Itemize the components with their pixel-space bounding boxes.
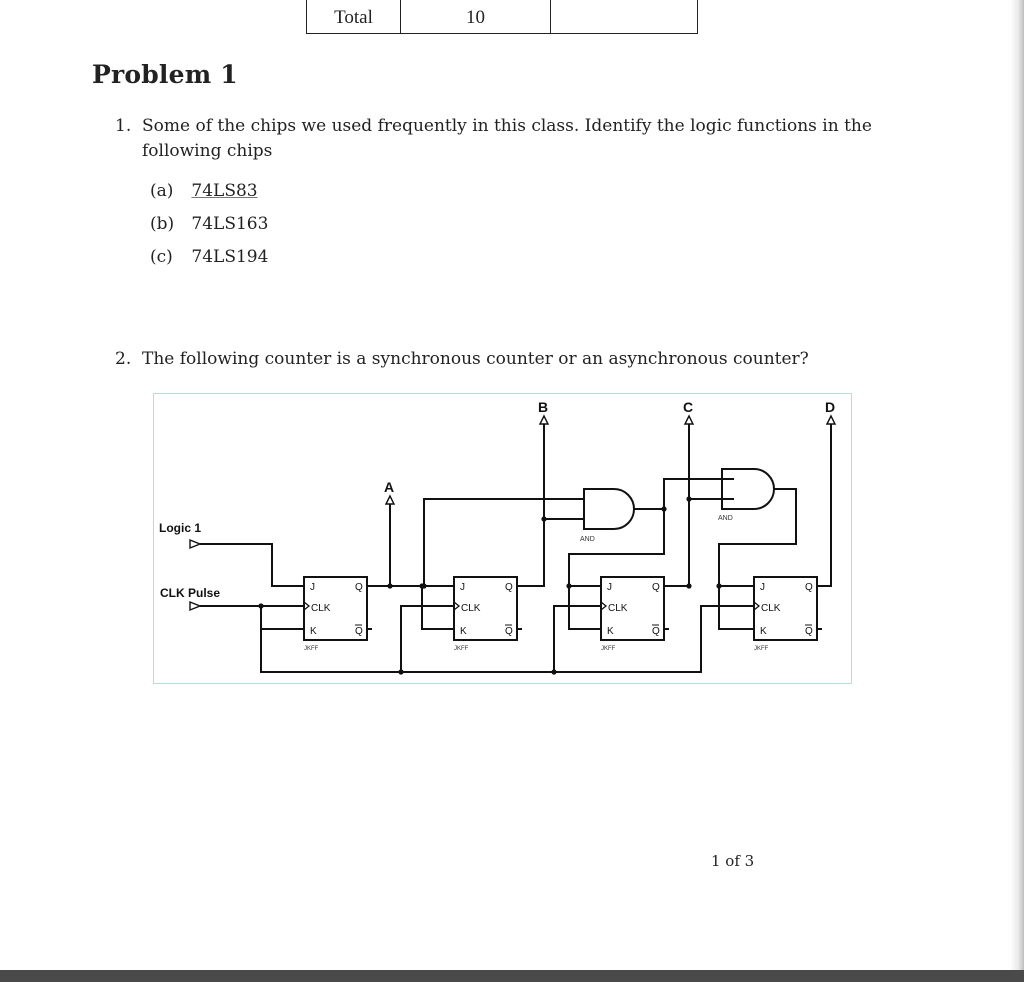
and1-to-j3-wire	[568, 509, 665, 587]
svg-text:JKFF: JKFF	[454, 646, 469, 652]
item-label: (a)	[150, 181, 174, 201]
and-gate-2: AND	[718, 468, 775, 522]
problem-title: Problem 1	[92, 60, 238, 89]
page-number: 1 of 3	[711, 852, 755, 870]
and2-to-j4-wire	[718, 488, 797, 587]
and1-to-and2-wire	[663, 478, 734, 509]
empty-cell	[550, 0, 698, 34]
logic-1-wire	[200, 543, 304, 587]
and2-to-k4-wire	[718, 586, 754, 630]
clock-bus-wire	[260, 606, 702, 673]
svg-text:D: D	[825, 399, 835, 415]
chip-name: 74LS194	[191, 247, 269, 267]
list-item: (a) 74LS83	[150, 181, 258, 201]
chip-name-link[interactable]: 74LS83	[191, 181, 258, 201]
svg-text:JKFF: JKFF	[304, 646, 319, 652]
question-1-text-line1: Some of the chips we used frequently in …	[142, 116, 872, 136]
clock-input-label: CLK Pulse	[160, 586, 220, 600]
output-b: B	[538, 399, 550, 425]
question-1-text-line2: following chips	[142, 141, 273, 161]
table-row: Total 10	[306, 0, 698, 34]
svg-text:J: J	[460, 582, 465, 593]
svg-text:CLK: CLK	[761, 603, 781, 614]
svg-text:CLK: CLK	[608, 603, 628, 614]
question-2-number: 2.	[115, 349, 132, 369]
svg-text:Q: Q	[505, 582, 513, 593]
score-table: Total 10	[306, 0, 698, 34]
list-item: (b) 74LS163	[150, 214, 268, 234]
svg-text:Q: Q	[355, 582, 363, 593]
logic-input-arrow-icon	[189, 538, 202, 550]
output-b-wire	[517, 424, 545, 587]
svg-text:K: K	[760, 626, 767, 637]
svg-text:J: J	[607, 582, 612, 593]
svg-text:CLK: CLK	[311, 603, 331, 614]
svg-text:Q: Q	[805, 582, 813, 593]
total-label-cell: Total	[306, 0, 401, 34]
output-a: A	[384, 479, 396, 505]
svg-text:Q: Q	[805, 626, 813, 637]
total-value-cell: 10	[400, 0, 551, 34]
clock-ff2-wire	[400, 605, 454, 666]
viewer-bottom-bar	[0, 970, 1024, 982]
chip-name: 74LS163	[191, 214, 269, 234]
flipflop-2: J CLK K Q Q JKFF	[453, 576, 518, 652]
svg-text:B: B	[538, 399, 548, 415]
svg-text:Q: Q	[355, 626, 363, 637]
svg-text:Q: Q	[505, 626, 513, 637]
svg-text:K: K	[460, 626, 467, 637]
counter-circuit-diagram: Logic 1 CLK Pulse J CLK K Q Q JKFF J CLK…	[153, 393, 852, 684]
clock-ff3-wire	[553, 605, 601, 666]
svg-text:K: K	[607, 626, 614, 637]
svg-text:JKFF: JKFF	[601, 646, 616, 652]
item-label: (c)	[150, 247, 173, 267]
clock-input-arrow-icon	[189, 600, 202, 612]
question-2-text: The following counter is a synchronous c…	[142, 349, 809, 369]
ff1-k-wire	[260, 606, 304, 630]
output-b-arrow-icon	[538, 414, 550, 425]
output-a-arrow-icon	[384, 494, 396, 505]
svg-text:K: K	[310, 626, 317, 637]
and1-to-k3-wire	[568, 586, 601, 630]
page-edge-shadow	[1010, 0, 1024, 970]
logic-input-label: Logic 1	[159, 521, 201, 535]
svg-text:AND: AND	[718, 515, 733, 522]
output-c-wire	[664, 424, 690, 587]
output-d: D	[825, 399, 837, 425]
output-c-arrow-icon	[683, 414, 695, 425]
and-gate-1: AND	[580, 488, 635, 543]
output-d-wire	[817, 424, 832, 587]
svg-text:J: J	[760, 582, 765, 593]
circuit-svg: Logic 1 CLK Pulse J CLK K Q Q JKFF J CLK…	[159, 399, 837, 675]
svg-text:Q: Q	[652, 582, 660, 593]
svg-text:A: A	[384, 479, 394, 495]
flipflop-3: J CLK K Q Q JKFF	[600, 576, 665, 652]
flipflop-4: J CLK K Q Q JKFF	[753, 576, 818, 652]
flipflop-1: J CLK K Q Q JKFF	[303, 576, 368, 652]
svg-text:Q: Q	[652, 626, 660, 637]
svg-text:JKFF: JKFF	[754, 646, 769, 652]
q1-to-k2-wire	[421, 586, 454, 630]
q1-to-and1-wire	[423, 498, 584, 586]
output-c: C	[683, 399, 695, 425]
item-label: (b)	[150, 214, 175, 234]
svg-text:CLK: CLK	[461, 603, 481, 614]
list-item: (c) 74LS194	[150, 247, 268, 267]
svg-text:C: C	[683, 399, 693, 415]
question-1-number: 1.	[115, 116, 132, 136]
svg-text:AND: AND	[580, 536, 595, 543]
svg-text:J: J	[310, 582, 315, 593]
output-d-arrow-icon	[825, 414, 837, 425]
clock-ff4-wire	[700, 605, 754, 666]
